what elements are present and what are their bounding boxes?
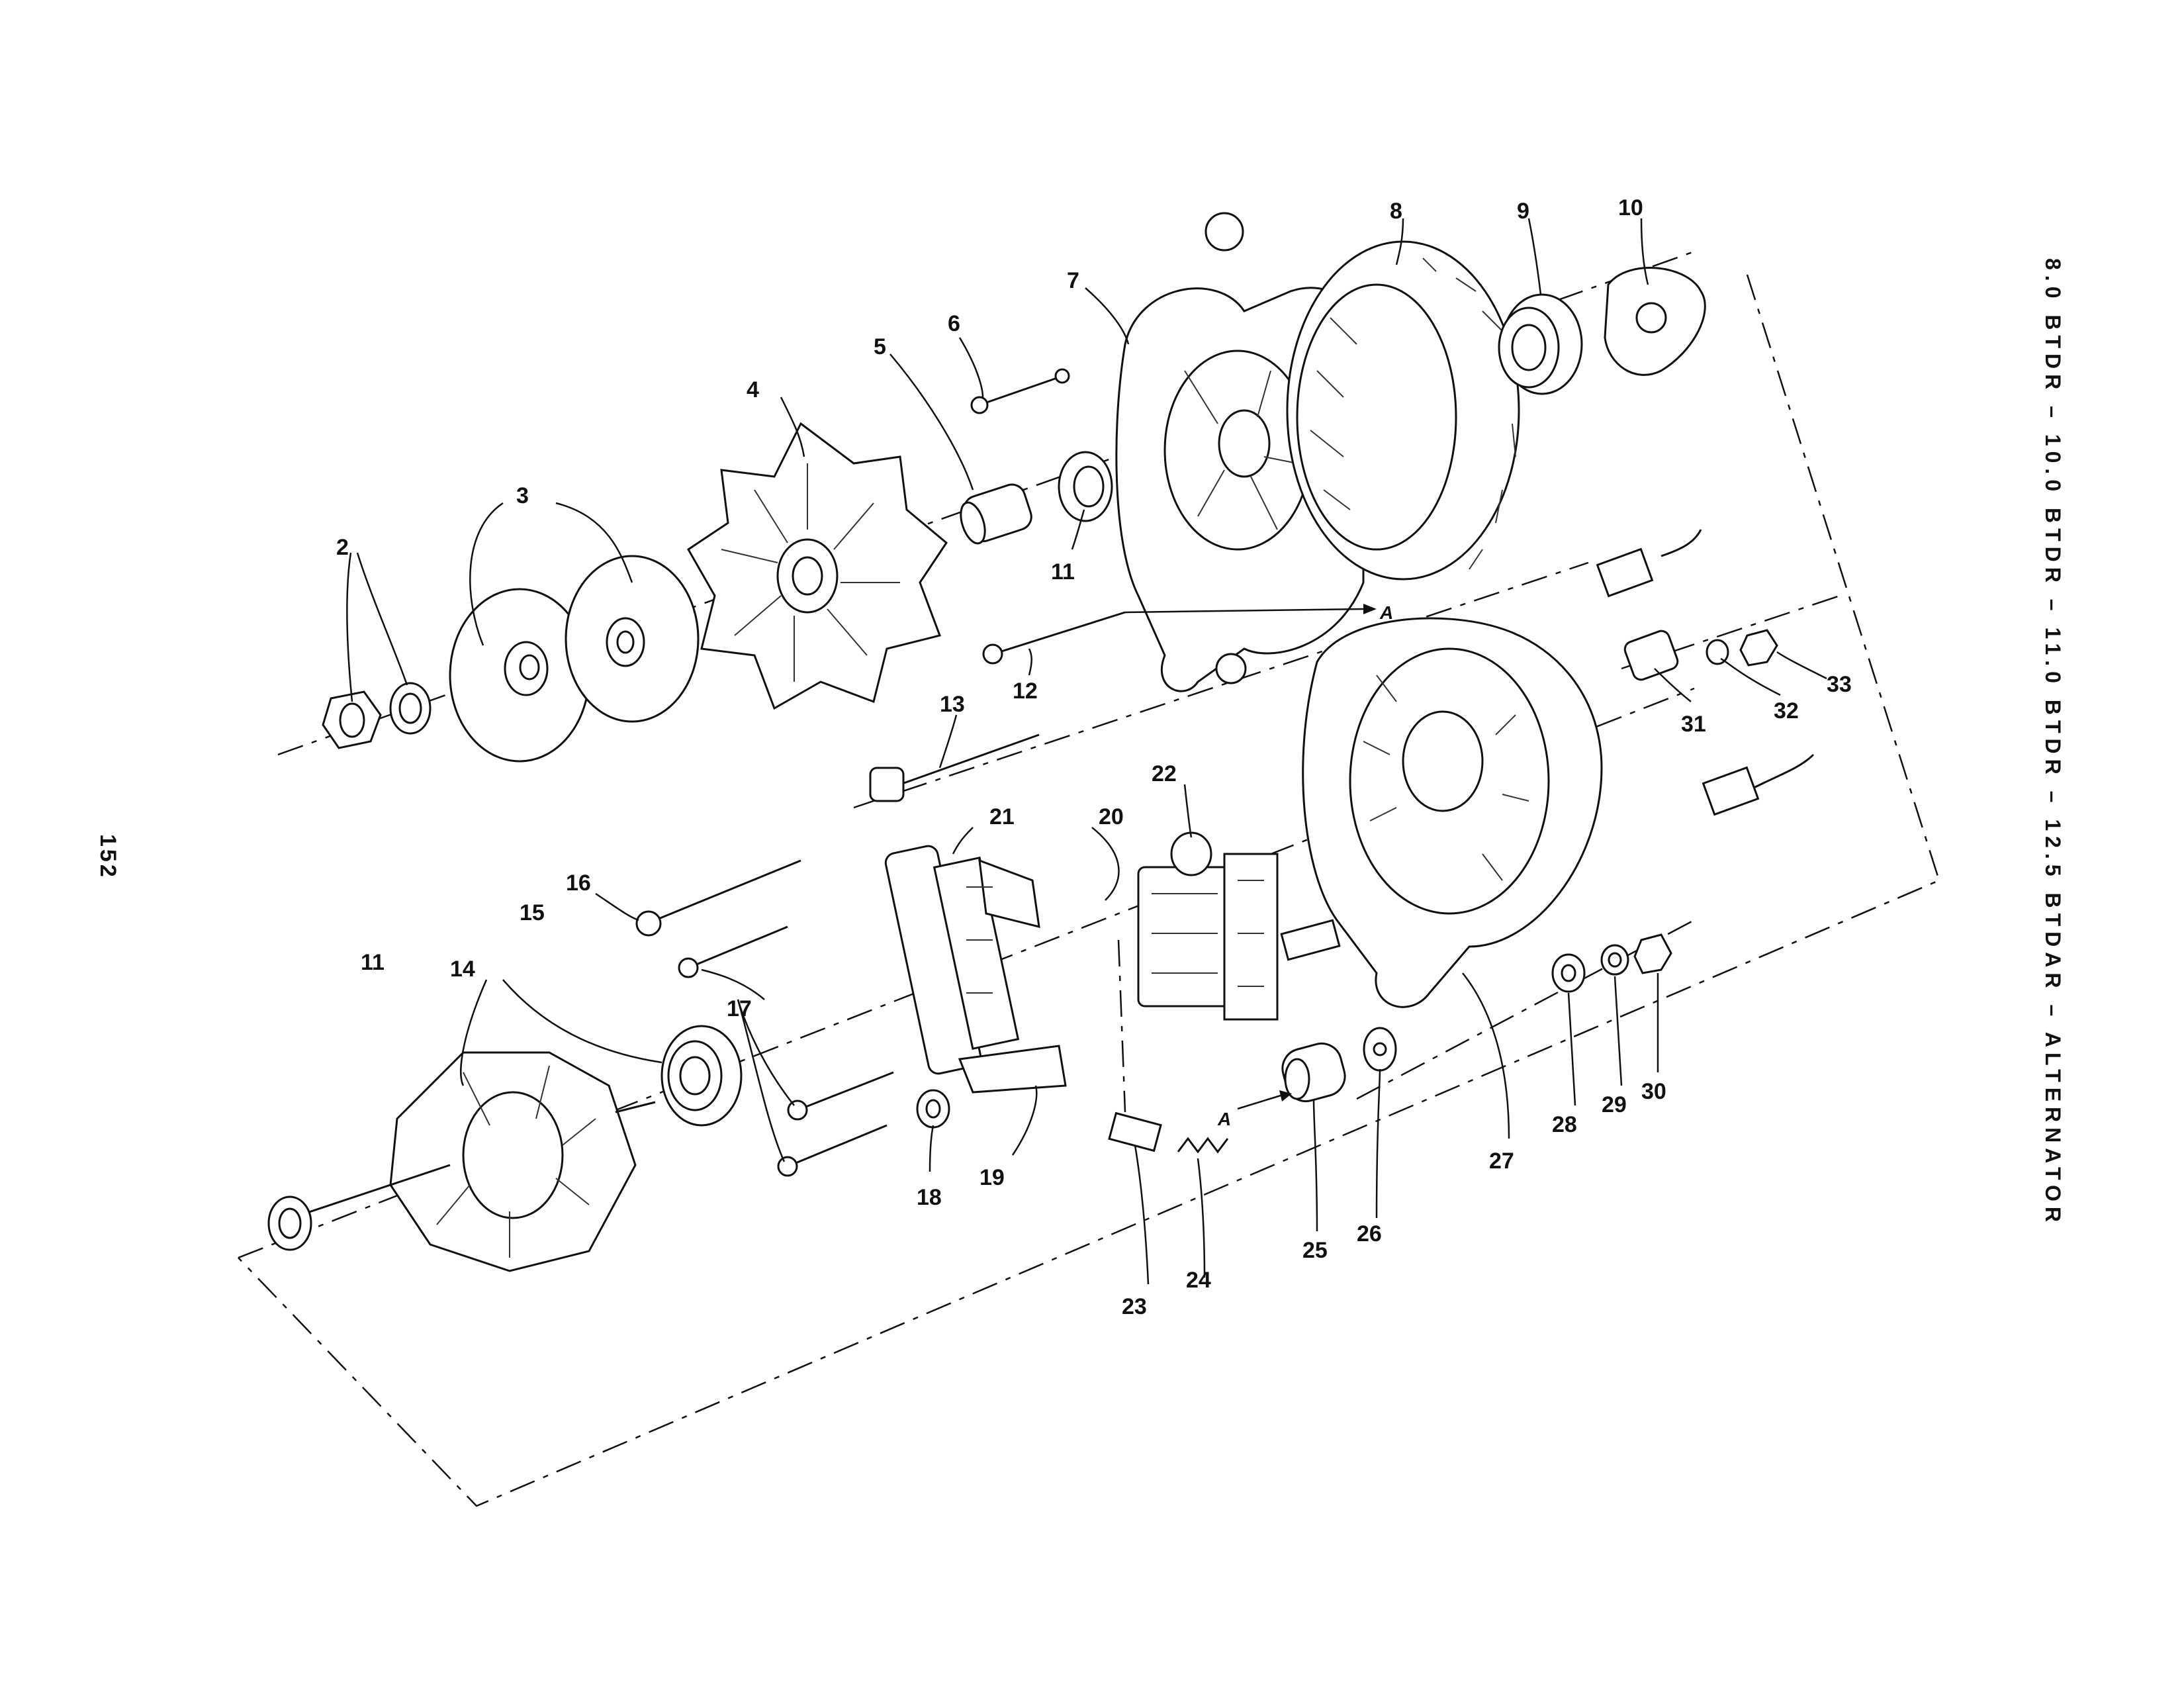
page-number: 152 [95, 834, 120, 880]
callout-30: 30 [1641, 1079, 1666, 1104]
brush-and-spring-part [1108, 939, 1229, 1154]
callout-24: 24 [1186, 1268, 1211, 1293]
callout-16: 16 [566, 870, 591, 896]
callout-31: 31 [1681, 712, 1706, 737]
callout-13: 13 [940, 692, 965, 717]
through-bolt-part [869, 733, 1040, 802]
rotor-part [291, 1051, 656, 1272]
callout-26: 26 [1357, 1221, 1382, 1246]
seal-part-rear [267, 1196, 312, 1251]
seal-part-front [1058, 451, 1113, 522]
callout-21: 21 [989, 804, 1015, 829]
callout-18: 18 [917, 1185, 942, 1210]
callout-3: 3 [516, 483, 529, 508]
callout-27: 27 [1489, 1149, 1514, 1174]
assembly-boundary-line [238, 274, 1940, 1507]
arrow-a-lower [1237, 1090, 1292, 1110]
callout-11-front: 11 [1051, 559, 1075, 585]
arrow-a-upper [1124, 604, 1377, 614]
slip-ring-end-bracket-part [1280, 617, 1603, 1008]
arrow-label-lower: A [1217, 1109, 1231, 1129]
callout-33: 33 [1827, 672, 1852, 697]
screws-part-16-17 [635, 859, 894, 1177]
callout-2: 2 [336, 535, 349, 560]
gasket-part [1604, 267, 1706, 376]
stator-part [1286, 240, 1520, 581]
screw-part-6 [970, 368, 1070, 414]
callout-32: 32 [1774, 698, 1799, 724]
arrow-label-upper: A [1379, 602, 1393, 623]
callout-5: 5 [874, 334, 886, 359]
callout-8: 8 [1390, 199, 1402, 224]
leader-lines [346, 218, 1827, 1285]
callout-20: 20 [1099, 804, 1124, 829]
callout-22: 22 [1152, 761, 1177, 786]
callout-14: 14 [450, 957, 475, 982]
bush-part [916, 1089, 950, 1129]
callout-28: 28 [1552, 1112, 1577, 1137]
callout-4: 4 [747, 377, 759, 402]
callout-15: 15 [520, 900, 545, 925]
callout-12: 12 [1013, 679, 1038, 704]
bush-and-washer-part [1281, 1027, 1397, 1103]
callout-19: 19 [979, 1165, 1005, 1190]
spacer-part [960, 483, 1032, 545]
brush-box-part [1137, 831, 1279, 1021]
terminal-hardware-part [1551, 933, 1672, 993]
pulley-part [449, 555, 700, 763]
fan-part [687, 422, 948, 710]
bearing-part-rear [1498, 293, 1583, 395]
rectifier-part [884, 845, 1067, 1094]
callout-11-rear: 11 [361, 950, 385, 975]
callout-29: 29 [1602, 1092, 1627, 1117]
page-title: 8.0 BTDR – 10.0 BTDR – 11.0 BTDR – 12.5 … [2041, 258, 2065, 1227]
nut-and-washer-part [322, 682, 432, 749]
callout-23: 23 [1122, 1294, 1147, 1319]
long-bolt-part [982, 611, 1126, 665]
callout-10: 10 [1618, 195, 1643, 220]
callout-9: 9 [1517, 199, 1529, 224]
callout-7: 7 [1067, 268, 1079, 293]
callout-25: 25 [1302, 1238, 1328, 1263]
callout-6: 6 [948, 311, 960, 336]
bearing-part-front [660, 1025, 743, 1127]
callout-17: 17 [727, 996, 752, 1021]
connector-terminals-part [1596, 529, 1815, 816]
